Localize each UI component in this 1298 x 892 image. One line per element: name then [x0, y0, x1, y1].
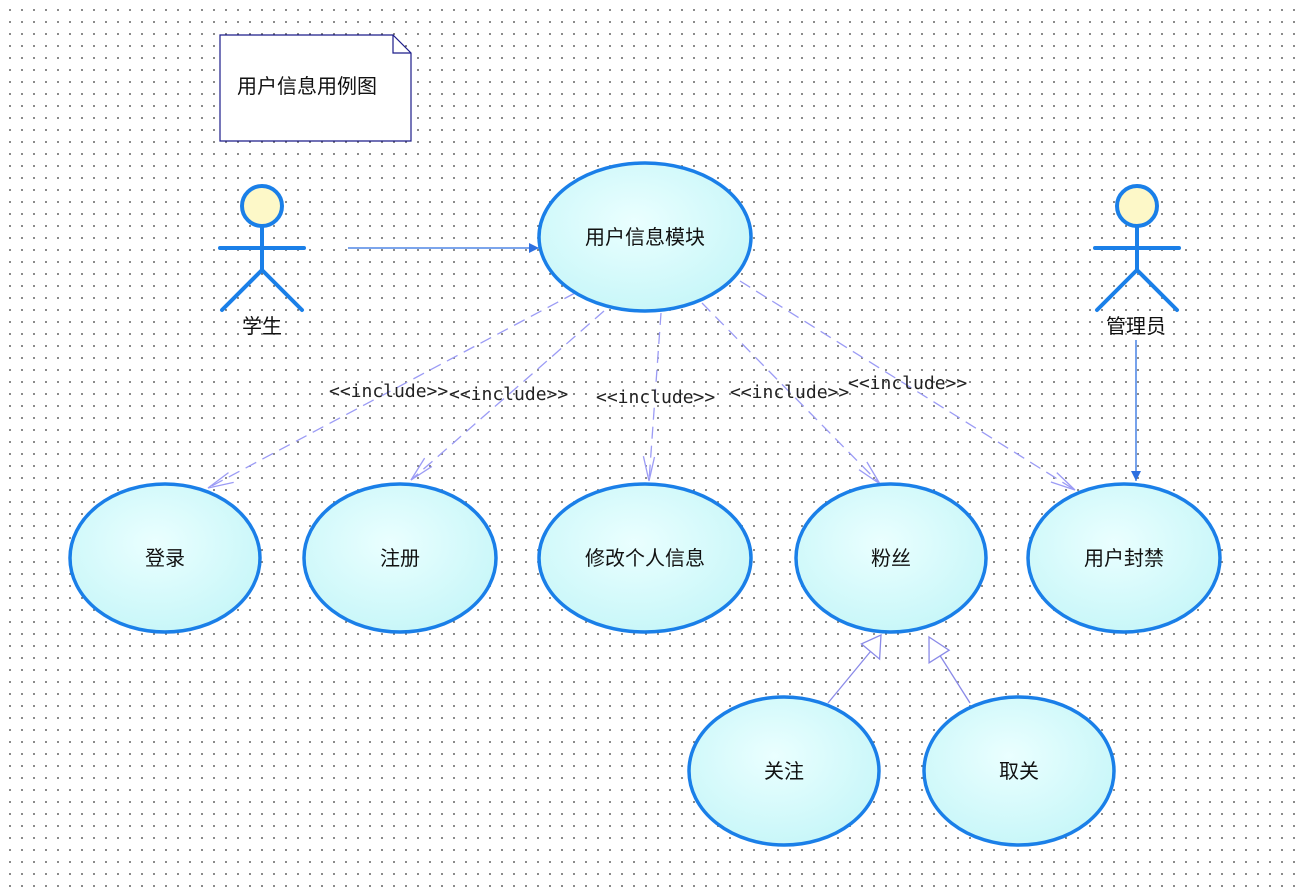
include-line-register: [410, 310, 605, 481]
generalization-line-unfollow: [938, 653, 971, 704]
generalizations: [827, 633, 971, 704]
include-line-ban-user: [739, 280, 1076, 491]
usecase-label: 粉丝: [871, 546, 911, 570]
usecase-label: 用户信息模块: [585, 225, 705, 249]
usecase-fans[interactable]: 粉丝: [794, 482, 988, 634]
note-text: 用户信息用例图: [237, 74, 377, 98]
generalization-arrowhead-unfollow: [928, 635, 951, 664]
include-arrowhead-ban-user: [1050, 472, 1076, 491]
usecase-follow[interactable]: 关注: [687, 695, 881, 847]
usecase-ban-user[interactable]: 用户封禁: [1026, 482, 1222, 634]
include-labels: <<include>> <<include>> <<include>> <<in…: [329, 373, 967, 408]
actor-head-icon: [240, 184, 284, 228]
generalization-line-follow: [827, 651, 872, 704]
usecase-label: 用户封禁: [1084, 546, 1164, 570]
usecase-label: 修改个人信息: [585, 546, 705, 570]
include-label-edit-profile: <<include>>: [596, 387, 715, 408]
include-line-login: [207, 292, 576, 489]
associations: [348, 243, 1141, 481]
usecase-register[interactable]: 注册: [302, 482, 498, 634]
include-label-fans: <<include>>: [730, 382, 849, 403]
usecase-label: 取关: [999, 759, 1039, 783]
generalization-arrowhead-follow: [860, 633, 882, 661]
include-label-ban-user: <<include>>: [848, 373, 967, 394]
include-arrowhead-edit-profile: [642, 456, 656, 482]
include-label-login: <<include>>: [329, 381, 448, 402]
include-line-edit-profile: [648, 312, 662, 482]
usecase-edit-profile[interactable]: 修改个人信息: [537, 482, 753, 634]
diagram-title-note: 用户信息用例图: [219, 34, 412, 142]
include-relations: [207, 280, 1076, 491]
usecase-unfollow[interactable]: 取关: [922, 695, 1116, 847]
actor-head-icon: [1115, 184, 1159, 228]
include-arrowhead-login: [207, 472, 234, 489]
usecase-login[interactable]: 登录: [68, 482, 262, 634]
actor-admin[interactable]: [1093, 184, 1181, 312]
include-arrowhead-register: [410, 457, 433, 481]
actor-student[interactable]: [218, 184, 306, 312]
include-line-fans: [701, 302, 881, 485]
usecase-label: 关注: [764, 759, 804, 783]
actor-admin-label: 管理员: [1106, 314, 1166, 338]
usecase-label: 登录: [145, 546, 185, 570]
usecase-user-info-module[interactable]: 用户信息模块: [537, 161, 753, 313]
actor-student-label: 学生: [242, 314, 282, 338]
include-label-register: <<include>>: [449, 384, 568, 405]
usecase-label: 注册: [380, 546, 420, 570]
